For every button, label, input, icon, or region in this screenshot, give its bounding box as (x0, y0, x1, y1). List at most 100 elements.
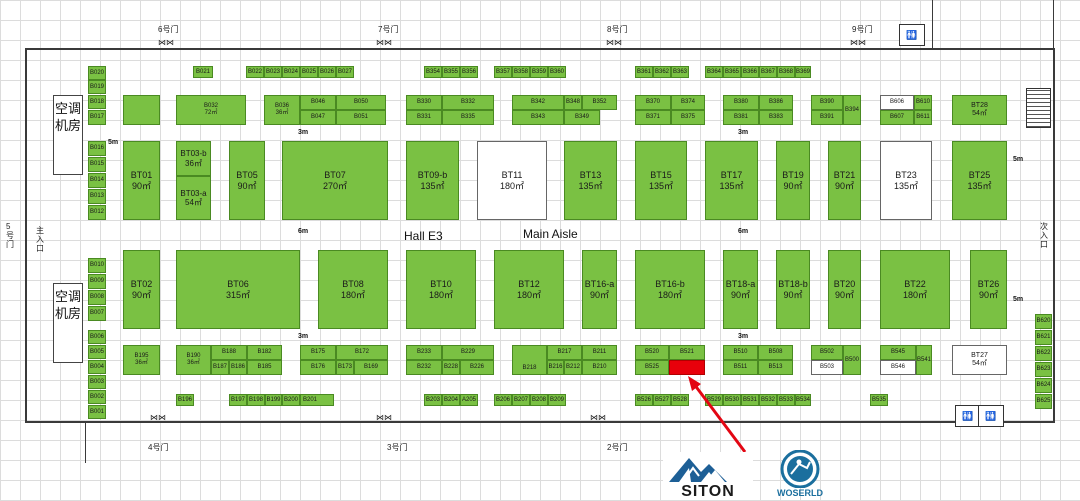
booth-B217[interactable]: B217 (547, 345, 582, 360)
booth-B371[interactable]: B371 (635, 110, 671, 125)
booth-B005[interactable]: B005 (88, 345, 106, 359)
booth-B025[interactable]: B025 (300, 66, 318, 78)
booth-B360[interactable]: B360 (548, 66, 566, 78)
booth-B014[interactable]: B014 (88, 173, 106, 188)
booth-B359[interactable]: B359 (530, 66, 548, 78)
booth-B526[interactable]: B526 (635, 394, 653, 406)
booth-B026[interactable]: B026 (318, 66, 336, 78)
booth-B176[interactable]: B176 (300, 360, 336, 375)
booth-B013[interactable]: B013 (88, 189, 106, 204)
booth-B368[interactable]: B368 (777, 66, 795, 78)
booth-B199[interactable]: B199 (265, 394, 282, 406)
booth-B228[interactable]: B228 (442, 360, 460, 375)
booth-B621[interactable]: B621 (1035, 330, 1052, 345)
booth-B010[interactable]: B010 (88, 258, 106, 273)
booth-B027[interactable]: B027 (336, 66, 354, 78)
booth-B001[interactable]: B001 (88, 405, 106, 419)
booth-B352[interactable]: B352 (582, 95, 617, 110)
booth-B188[interactable]: B188 (211, 345, 247, 360)
booth-B502[interactable]: B502 (811, 345, 843, 360)
booth-B623[interactable]: B623 (1035, 362, 1052, 377)
booth-B020[interactable]: B020 (88, 66, 106, 80)
booth-B391[interactable]: B391 (811, 110, 843, 125)
booth-B012[interactable]: B012 (88, 205, 106, 220)
booth-B046[interactable]: B046 (300, 95, 336, 110)
booth-B007[interactable]: B007 (88, 306, 106, 321)
booth-B051[interactable]: B051 (336, 110, 386, 125)
booth-B182[interactable]: B182 (247, 345, 282, 360)
booth-B200[interactable]: B200 (282, 394, 300, 406)
booth-B367[interactable]: B367 (759, 66, 777, 78)
door-2[interactable]: 2号门 (607, 443, 628, 452)
booth-B207[interactable]: B207 (512, 394, 530, 406)
booth-B383[interactable]: B383 (759, 110, 793, 125)
booth-B520[interactable]: B520 (635, 345, 669, 360)
booth-B364[interactable]: B364 (705, 66, 723, 78)
booth-B374[interactable]: B374 (671, 95, 705, 110)
booth-B331[interactable]: B331 (406, 110, 442, 125)
booth-B203[interactable]: B203 (424, 394, 442, 406)
booth-B335[interactable]: B335 (442, 110, 494, 125)
booth-B369[interactable]: B369 (795, 66, 811, 78)
booth-B201[interactable]: B201 (300, 394, 334, 406)
booth-B606[interactable]: B606 (880, 95, 914, 110)
booth-B620[interactable]: B620 (1035, 314, 1052, 329)
booth-B535[interactable]: B535 (870, 394, 888, 406)
door-4[interactable]: 4号门 (148, 443, 169, 452)
door-6[interactable]: 6号门 (158, 25, 179, 34)
booth-B332[interactable]: B332 (442, 95, 494, 110)
booth-B545[interactable]: B545 (880, 345, 916, 360)
door-3[interactable]: 3号门 (387, 443, 408, 452)
booth-B390[interactable]: B390 (811, 95, 843, 110)
main-entrance[interactable]: 主入口 (36, 226, 44, 253)
booth-B330[interactable]: B330 (406, 95, 442, 110)
booth-B212[interactable]: B212 (564, 360, 582, 375)
door-5[interactable]: 5号门 (6, 222, 14, 249)
booth-B185[interactable]: B185 (247, 360, 282, 375)
booth-B386[interactable]: B386 (759, 95, 793, 110)
booth-B531[interactable]: B531 (741, 394, 759, 406)
booth-A205[interactable]: A205 (460, 394, 478, 406)
booth-B021[interactable]: B021 (193, 66, 213, 78)
booth-B342[interactable]: B342 (512, 95, 564, 110)
booth-B232[interactable]: B232 (406, 360, 442, 375)
booth-B511[interactable]: B511 (723, 360, 758, 375)
booth-highlighted[interactable] (669, 360, 705, 375)
booth-B229[interactable]: B229 (442, 345, 494, 360)
booth-B380[interactable]: B380 (723, 95, 759, 110)
door-8[interactable]: 8号门 (607, 25, 628, 34)
booth-B023[interactable]: B023 (264, 66, 282, 78)
booth-B355[interactable]: B355 (442, 66, 460, 78)
booth-B009[interactable]: B009 (88, 274, 106, 289)
booth-B363[interactable]: B363 (671, 66, 689, 78)
booth-B172[interactable]: B172 (336, 345, 388, 360)
booth-B503[interactable]: B503 (811, 360, 843, 375)
booth-B532[interactable]: B532 (759, 394, 777, 406)
booth-B513[interactable]: B513 (758, 360, 793, 375)
booth-B018[interactable]: B018 (88, 95, 106, 109)
booth-B508[interactable]: B508 (758, 345, 793, 360)
booth-B226[interactable]: B226 (460, 360, 494, 375)
booth-B375[interactable]: B375 (671, 110, 705, 125)
booth-B343[interactable]: B343 (512, 110, 564, 125)
booth-B208[interactable]: B208 (530, 394, 548, 406)
booth-B206[interactable]: B206 (494, 394, 512, 406)
booth-B500[interactable]: B500 (843, 345, 861, 375)
booth-B546[interactable]: B546 (880, 360, 916, 375)
